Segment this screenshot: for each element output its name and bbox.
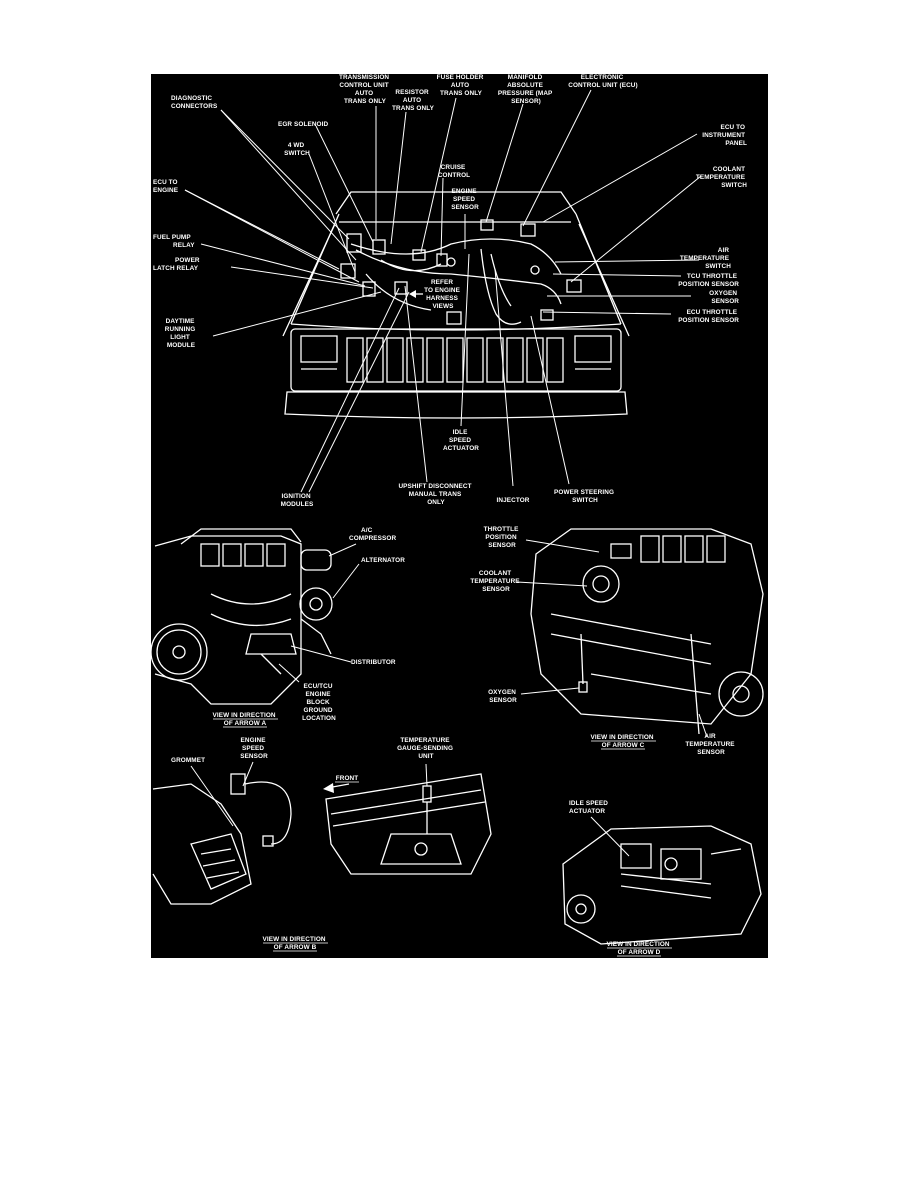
label-oxygen-sensor-top: OXYGEN SENSOR (709, 290, 739, 305)
label-map-sensor: MANIFOLD ABSOLUTE PRESSURE (MAP SENSOR) (498, 74, 554, 105)
label-refer-to-engine-harness: REFER TO ENGINE HARNESS VIEWS (424, 279, 462, 310)
component-location-diagram: TRANSMISSION CONTROL UNIT AUTO TRANS ONL… (151, 74, 768, 958)
label-cruise-control: CRUISE CONTROL (438, 164, 470, 179)
label-egr-solenoid: EGR SOLENOID (278, 121, 328, 128)
label-coolant-temperature-switch: COOLANT TEMPERATURE SWITCH (696, 166, 747, 189)
label-ecu-to-instrument-panel: ECU TO INSTRUMENT PANEL (702, 124, 747, 147)
label-power-latch-relay: POWER LATCH RELAY (153, 257, 202, 272)
label-idle-speed-actuator-top: IDLE SPEED ACTUATOR (443, 429, 479, 452)
diagram-canvas: TRANSMISSION CONTROL UNIT AUTO TRANS ONL… (151, 74, 764, 957)
label-engine-speed-sensor-view-b: ENGINE SPEED SENSOR (240, 737, 268, 760)
grille-slats (346, 337, 564, 383)
label-ecu: ELECTRONIC CONTROL UNIT (ECU) (568, 74, 638, 89)
label-power-steering-switch: POWER STEERING SWITCH (554, 489, 616, 504)
leader-lines-view-d (590, 816, 630, 857)
leader-lines-view-c (516, 539, 708, 738)
label-resistor: RESISTOR AUTO TRANS ONLY (392, 89, 435, 112)
label-engine-speed-sensor: ENGINE SPEED SENSOR (451, 188, 479, 211)
engine-view-b-illustration (152, 773, 492, 905)
leader-lines-top (184, 89, 702, 493)
label-grommet: GROMMET (171, 757, 205, 764)
engine-bay-components (340, 219, 582, 325)
label-transmission-control-unit: TRANSMISSION CONTROL UNIT AUTO TRANS ONL… (339, 74, 391, 105)
label-temperature-gauge-sending-unit: TEMPERATURE GAUGE-SENDING UNIT (397, 737, 455, 760)
leader-lines-view-a (278, 543, 360, 683)
label-fuse-holder: FUSE HOLDER AUTO TRANS ONLY (437, 74, 486, 97)
caption-view-a: VIEW IN DIRECTION OF ARROW A (212, 712, 277, 727)
label-ecu-throttle-position-sensor: ECU THROTTLE POSITION SENSOR (678, 309, 739, 324)
label-alternator: ALTERNATOR (361, 557, 405, 564)
label-throttle-position-sensor: THROTTLE POSITION SENSOR (484, 526, 521, 549)
label-ecu-to-engine: ECU TO ENGINE (153, 179, 180, 194)
view-a-labels: A/C COMPRESSOR ALTERNATOR DISTRIBUTOR EC… (212, 527, 405, 728)
engine-view-d-illustration (562, 825, 762, 945)
caption-view-c: VIEW IN DIRECTION OF ARROW C (590, 734, 655, 749)
label-diagnostic-connectors: DIAGNOSTIC CONNECTORS (171, 95, 218, 110)
label-4wd-switch: 4 WD SWITCH (284, 142, 310, 157)
label-air-temperature-sensor: AIR TEMPERATURE SENSOR (685, 733, 736, 756)
engine-view-a-illustration (151, 528, 333, 705)
label-tcu-throttle-position-sensor: TCU THROTTLE POSITION SENSOR (678, 273, 739, 288)
label-ignition-modules: IGNITION MODULES (281, 493, 314, 508)
view-c-labels: THROTTLE POSITION SENSOR COOLANT TEMPERA… (470, 526, 736, 756)
label-daytime-running-light-module: DAYTIME RUNNING LIGHT MODULE (165, 318, 197, 349)
label-fuel-pump-relay: FUEL PUMP RELAY (153, 234, 195, 249)
engine-view-c-illustration (530, 528, 764, 735)
caption-view-d: VIEW IN DIRECTION OF ARROW D (606, 941, 671, 956)
label-ac-compressor: A/C COMPRESSOR (349, 527, 396, 542)
label-air-temperature-switch: AIR TEMPERATURE SWITCH (680, 247, 731, 270)
label-ground-location: ECU/TCU ENGINE BLOCK GROUND LOCATION (302, 683, 336, 722)
label-oxygen-sensor-view-c: OXYGEN SENSOR (488, 689, 518, 704)
view-b-labels: GROMMET ENGINE SPEED SENSOR TEMPERATURE … (171, 737, 455, 952)
label-idle-speed-actuator-view-d: IDLE SPEED ACTUATOR (569, 800, 610, 815)
caption-view-b: VIEW IN DIRECTION OF ARROW B (262, 936, 327, 951)
vehicle-front-illustration (282, 191, 630, 419)
label-coolant-temperature-sensor: COOLANT TEMPERATURE SENSOR (470, 570, 521, 593)
label-upshift-disconnect: UPSHIFT DISCONNECT MANUAL TRANS ONLY (398, 483, 473, 506)
top-view-labels: TRANSMISSION CONTROL UNIT AUTO TRANS ONL… (153, 74, 747, 508)
label-injector: INJECTOR (497, 497, 530, 504)
label-distributor: DISTRIBUTOR (351, 659, 396, 666)
leader-lines-view-b (190, 761, 428, 827)
label-front: FRONT (336, 775, 359, 782)
view-d-labels: IDLE SPEED ACTUATOR VIEW IN DIRECTION OF… (569, 800, 672, 957)
